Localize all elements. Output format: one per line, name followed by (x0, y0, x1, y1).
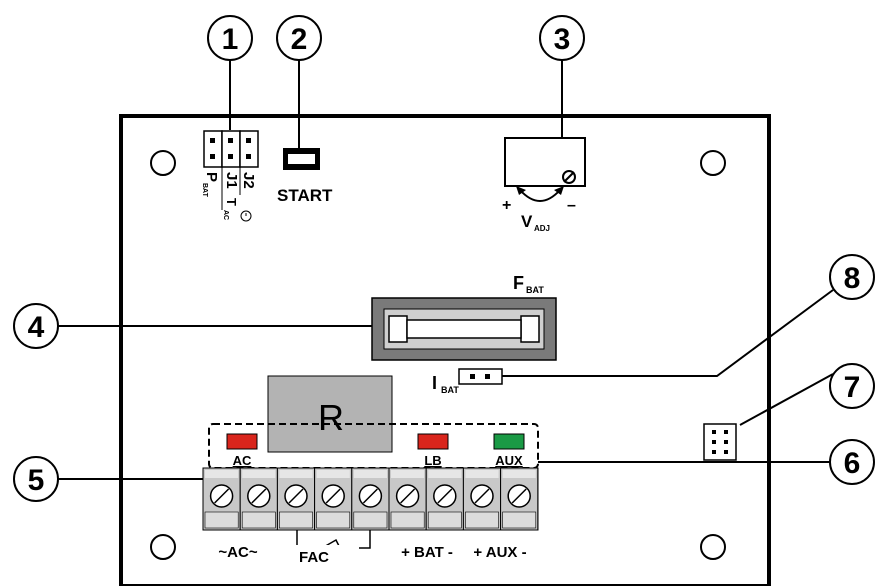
terminal-block (202, 467, 539, 531)
ibat-label: I (432, 373, 437, 393)
screw-terminal (500, 467, 539, 531)
mounting-hole-top-left (150, 150, 176, 176)
callout-7: 7 (829, 363, 875, 409)
jumper-j1-label: J1 (223, 172, 240, 189)
start-label: START (277, 186, 333, 205)
screw-terminal (314, 467, 353, 531)
relay (267, 375, 393, 453)
screw-terminal (425, 467, 464, 531)
screw-terminal (462, 467, 502, 531)
callout-2: 2 (276, 15, 322, 61)
svg-text:5: 5 (28, 464, 45, 497)
svg-text:3: 3 (554, 23, 571, 56)
mounting-hole-bottom-right (700, 534, 726, 560)
connector-block (703, 423, 737, 461)
vadj-label: V (521, 212, 533, 231)
terminal-ac-label: ~AC~ (218, 544, 257, 561)
led-aux (493, 433, 525, 450)
fuse-cap-right (520, 315, 540, 343)
fuse-cap-left (388, 315, 408, 343)
vadj-sub-label: ADJ (534, 224, 550, 233)
terminal-aux-label: + AUX - (473, 544, 526, 561)
ibat-jumper (458, 368, 503, 385)
callout-4: 4 (13, 303, 59, 349)
relay-label: R (318, 397, 344, 438)
led-lb (417, 433, 449, 450)
svg-text:6: 6 (844, 447, 861, 480)
fbat-label: F (513, 273, 524, 293)
svg-text:4: 4 (28, 311, 45, 344)
led-ac-label: AC (233, 453, 252, 468)
callout-1: 1 (207, 15, 253, 61)
svg-text:8: 8 (844, 262, 861, 295)
screw-terminal (351, 467, 390, 531)
jumper-t-label: T (224, 198, 239, 206)
led-lb-label: LB (424, 453, 441, 468)
led-aux-label: AUX (495, 453, 523, 468)
callout-6: 6 (829, 439, 875, 485)
screw-terminal (202, 467, 241, 531)
callout-5: 5 (13, 456, 59, 502)
terminal-fac-label: FAC (299, 549, 329, 566)
fbat-sub-label: BAT (526, 285, 544, 295)
terminal-bat-label: + BAT - (401, 544, 453, 561)
ibat-sub-label: BAT (441, 385, 459, 395)
callout-3: 3 (539, 15, 585, 61)
led-ac (226, 433, 258, 450)
screw-terminal (388, 467, 427, 531)
jumper-t-sub-label: AC (222, 210, 229, 220)
callout-8: 8 (829, 254, 875, 300)
svg-text:7: 7 (844, 371, 861, 404)
jumper-p-sub-label: BAT (201, 183, 208, 198)
minus-label: – (567, 197, 576, 214)
jumper-block (203, 130, 259, 210)
screw-terminal (239, 467, 278, 531)
plus-label: + (502, 197, 511, 214)
mounting-hole-top-right (700, 150, 726, 176)
jumper-p-label: P (203, 172, 220, 182)
adjust-arrow-icon (519, 189, 561, 202)
svg-text:2: 2 (291, 23, 308, 56)
fuse-body (406, 319, 522, 339)
screw-terminal (276, 467, 316, 531)
svg-text:1: 1 (222, 23, 239, 56)
start-button-inner (288, 154, 315, 164)
mounting-hole-bottom-left (150, 534, 176, 560)
jumper-j2-label: J2 (240, 172, 257, 189)
leader-lines (58, 60, 834, 480)
